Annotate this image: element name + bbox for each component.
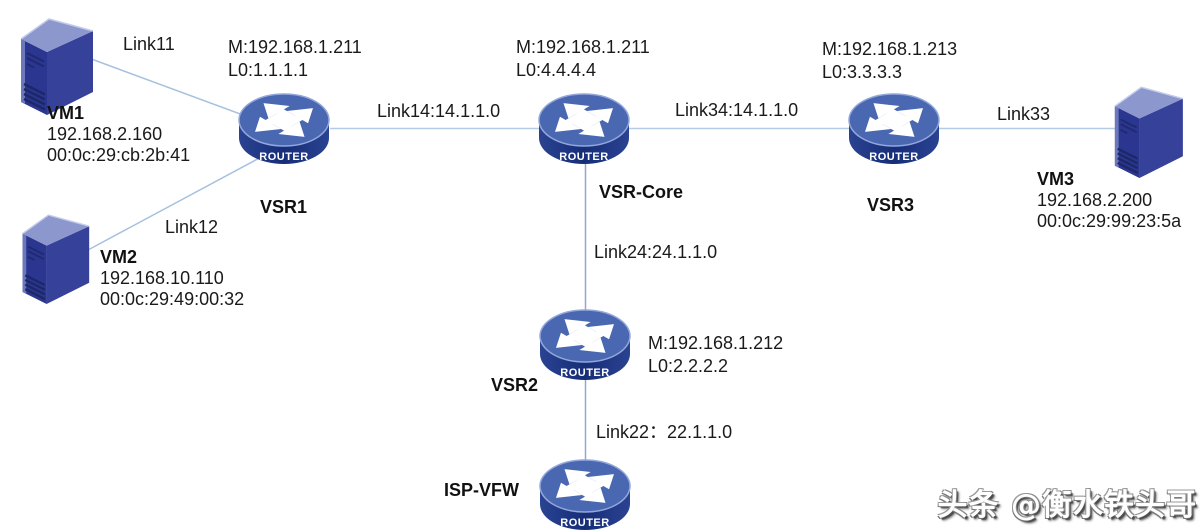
vsr3-address-block: M:192.168.1.213 L0:3.3.3.3: [822, 38, 957, 84]
toutiao-watermark: 头条 @衡水铁头哥: [937, 488, 1197, 523]
isp-vfw-router-icon: ROUTER: [537, 458, 633, 532]
vsr2-address-block: M:192.168.1.212 L0:2.2.2.2: [648, 332, 783, 378]
vsr-core-name: VSR-Core: [599, 182, 684, 202]
vsr2-mgmt-ip: M:192.168.1.212: [648, 333, 784, 353]
vsr-core-address-block: M:192.168.1.211 L0:4.4.4.4: [516, 36, 650, 82]
vsr-core-router-icon: ROUTER: [536, 92, 632, 170]
vm2-tower-icon: [14, 204, 94, 304]
vsr3-name: VSR3: [867, 195, 915, 215]
vm3-ip: 192.168.2.200: [1037, 190, 1153, 210]
vm3-mac: 00:0c:29:99:23:5a: [1037, 211, 1182, 231]
router-icon-label: ROUTER: [259, 151, 308, 163]
isp-vfw-name: ISP-VFW: [444, 480, 519, 500]
router-icon-label: ROUTER: [559, 151, 608, 163]
link12-label: Link12: [165, 217, 219, 237]
vm1-name: VM1: [47, 103, 85, 123]
vm3-name: VM3: [1037, 169, 1075, 189]
vm2-name: VM2: [100, 247, 138, 267]
vm2-mac: 00:0c:29:49:00:32: [100, 289, 245, 309]
link24-label: Link24:24.1.1.0: [594, 242, 718, 262]
vsr1-loopback-ip: L0:1.1.1.1: [228, 60, 309, 80]
link11-label: Link11: [123, 34, 175, 54]
vsr1-name: VSR1: [260, 197, 308, 217]
vsr2-name: VSR2: [491, 375, 539, 395]
vsr3-loopback-ip: L0:3.3.3.3: [822, 62, 903, 82]
link33-label: Link33: [997, 104, 1051, 124]
vm1-label-block: VM1 192.168.2.160 00:0c:29:cb:2b:41: [47, 103, 190, 166]
vsr3-router-icon: ROUTER: [846, 92, 942, 170]
vm1-mac: 00:0c:29:cb:2b:41: [47, 145, 191, 165]
vsr1-router-icon: ROUTER: [236, 92, 332, 170]
vm3-label-block: VM3 192.168.2.200 00:0c:29:99:23:5a: [1037, 169, 1181, 232]
link34-label: Link34:14.1.1.0: [675, 100, 799, 120]
vsr3-mgmt-ip: M:192.168.1.213: [822, 39, 958, 59]
link12-line: [87, 147, 279, 251]
vsr-core-mgmt-ip: M:192.168.1.211: [516, 37, 650, 57]
vsr1-mgmt-ip: M:192.168.1.211: [228, 37, 362, 57]
vsr2-loopback-ip: L0:2.2.2.2: [648, 356, 729, 376]
vm2-label-block: VM2 192.168.10.110 00:0c:29:49:00:32: [100, 247, 244, 310]
link11-line: [85, 56, 271, 126]
vsr2-router-icon: ROUTER: [537, 308, 633, 386]
router-icon-label: ROUTER: [560, 367, 609, 379]
router-icon-label: ROUTER: [560, 517, 609, 529]
router-icon-label: ROUTER: [869, 151, 918, 163]
vsr-core-loopback-ip: L0:4.4.4.4: [516, 60, 597, 80]
vm2-ip: 192.168.10.110: [100, 268, 224, 288]
vm3-tower-icon: [1106, 76, 1188, 178]
vm1-ip: 192.168.2.160: [47, 124, 163, 144]
vm1-tower-icon: [12, 7, 98, 115]
link14-label: Link14:14.1.1.0: [377, 101, 501, 121]
link22-label: Link22：22.1.1.0: [596, 422, 733, 442]
vsr1-address-block: M:192.168.1.211 L0:1.1.1.1: [228, 36, 362, 82]
